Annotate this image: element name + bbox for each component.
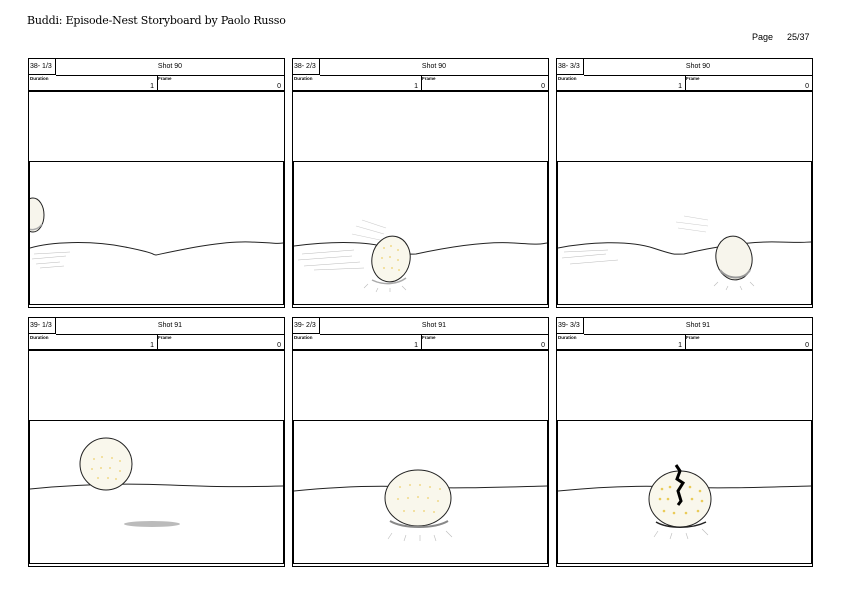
panel-id: 38- 2/3: [293, 59, 320, 75]
sketch: [30, 437, 283, 527]
page-label: Page: [752, 32, 774, 42]
frame-cell: Frame 0: [421, 334, 548, 349]
sketch: [30, 197, 283, 269]
page-number: 25/37: [787, 32, 810, 42]
panel-id: 38- 3/3: [557, 59, 584, 75]
shot-label: Shot 91: [320, 318, 548, 335]
duration-value: 1: [414, 83, 418, 90]
duration-caption: Duration: [558, 76, 577, 81]
frame-value: 0: [541, 83, 545, 90]
duration-caption: Duration: [30, 76, 49, 81]
frame-value: 0: [805, 83, 809, 90]
frame-caption: Frame: [422, 335, 436, 340]
duration-cell: Duration 1: [29, 75, 158, 90]
storyboard-panel: 39- 1/3 Shot 91 Duration 1 Frame 0: [28, 317, 285, 568]
duration-cell: Duration 1: [29, 334, 158, 349]
panel-id: 39- 2/3: [293, 318, 320, 334]
sketch: [294, 469, 547, 542]
panel-id: 39- 3/3: [557, 318, 584, 334]
panel-frame: [292, 92, 549, 308]
storyboard-panel: 39- 2/3 Shot 91 Duration 1 Frame 0: [292, 317, 549, 568]
panel-header: 38- 2/3 Shot 90 Duration 1 Frame 0: [292, 58, 549, 92]
sketch: [294, 219, 547, 293]
panel-drawing: [557, 420, 812, 564]
panel-header: 39- 3/3 Shot 91 Duration 1 Frame 0: [556, 317, 813, 351]
panel-drawing: [293, 420, 548, 564]
frame-caption: Frame: [158, 335, 172, 340]
shot-label: Shot 90: [56, 59, 284, 76]
duration-cell: Duration 1: [557, 75, 686, 90]
panel-drawing: [29, 420, 284, 564]
frame-caption: Frame: [686, 76, 700, 81]
frame-value: 0: [277, 342, 281, 349]
panel-header: 38- 3/3 Shot 90 Duration 1 Frame 0: [556, 58, 813, 92]
frame-value: 0: [805, 342, 809, 349]
document-title: Buddi: Episode-Nest Storyboard by Paolo …: [27, 14, 286, 27]
panel-frame: [292, 351, 549, 567]
duration-cell: Duration 1: [293, 334, 422, 349]
frame-cell: Frame 0: [685, 75, 812, 90]
duration-caption: Duration: [30, 335, 49, 340]
frame-value: 0: [277, 83, 281, 90]
panel-header: 39- 1/3 Shot 91 Duration 1 Frame 0: [28, 317, 285, 351]
duration-caption: Duration: [294, 76, 313, 81]
frame-caption: Frame: [158, 76, 172, 81]
duration-value: 1: [150, 83, 154, 90]
panel-id: 39- 1/3: [29, 318, 56, 334]
shot-label: Shot 90: [320, 59, 548, 76]
shot-label: Shot 91: [584, 318, 812, 335]
panel-drawing: [557, 161, 812, 305]
duration-value: 1: [678, 83, 682, 90]
duration-caption: Duration: [558, 335, 577, 340]
storyboard-panel: 39- 3/3 Shot 91 Duration 1 Frame 0: [556, 317, 813, 568]
sketch: [558, 215, 811, 291]
storyboard-panel: 38- 3/3 Shot 90 Duration 1 Frame 0: [556, 58, 813, 309]
sketch: [558, 464, 811, 540]
frame-caption: Frame: [422, 76, 436, 81]
panel-id: 38- 1/3: [29, 59, 56, 75]
shot-label: Shot 90: [584, 59, 812, 76]
storyboard-panel: 38- 1/3 Shot 90 Duration 1 Frame 0: [28, 58, 285, 309]
frame-cell: Frame 0: [685, 334, 812, 349]
duration-value: 1: [678, 342, 682, 349]
duration-cell: Duration 1: [557, 334, 686, 349]
frame-cell: Frame 0: [157, 334, 284, 349]
panel-header: 39- 2/3 Shot 91 Duration 1 Frame 0: [292, 317, 549, 351]
storyboard-panel: 38- 2/3 Shot 90 Duration 1 Frame 0: [292, 58, 549, 309]
shot-label: Shot 91: [56, 318, 284, 335]
panel-frame: [556, 92, 813, 308]
frame-value: 0: [541, 342, 545, 349]
panel-frame: [28, 351, 285, 567]
frame-caption: Frame: [686, 335, 700, 340]
panel-frame: [28, 92, 285, 308]
frame-cell: Frame 0: [421, 75, 548, 90]
duration-caption: Duration: [294, 335, 313, 340]
panel-header: 38- 1/3 Shot 90 Duration 1 Frame 0: [28, 58, 285, 92]
frame-cell: Frame 0: [157, 75, 284, 90]
panel-drawing: [293, 161, 548, 305]
duration-value: 1: [414, 342, 418, 349]
panel-frame: [556, 351, 813, 567]
duration-cell: Duration 1: [293, 75, 422, 90]
duration-value: 1: [150, 342, 154, 349]
panel-drawing: [29, 161, 284, 305]
